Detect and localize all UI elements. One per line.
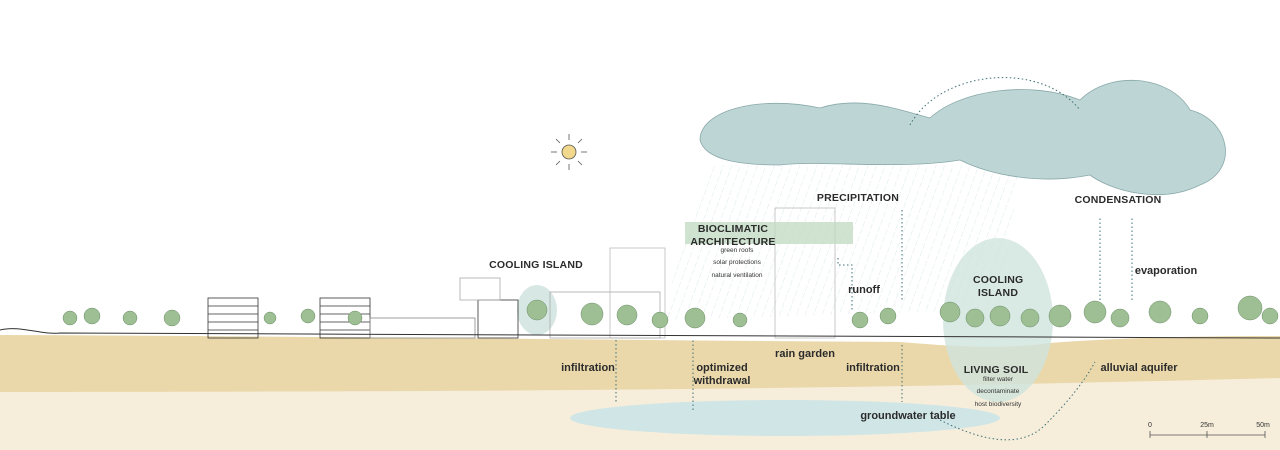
label-condensation: CONDENSATION [1074, 194, 1162, 206]
cloud [699, 79, 1226, 196]
sun-icon [551, 134, 587, 170]
groundwater-table [570, 400, 1000, 436]
bioclimatic-band [685, 222, 853, 244]
label-bioclimatic: BIOCLIMATIC ARCHITECTURE [690, 223, 776, 248]
scale-tick-25: 25m [1200, 422, 1214, 429]
label-evaporation: evaporation [1134, 265, 1198, 277]
living-soil-list: filter water decontaminate host biodiver… [975, 374, 1022, 411]
label-infiltration-right: infiltration [846, 362, 900, 374]
item-decontaminate: decontaminate [976, 388, 1020, 396]
bioclimatic-list: green roofs solar protections natural ve… [712, 245, 763, 282]
label-optimized-withdrawal: optimized withdrawal [693, 362, 751, 388]
label-cooling-island-left: COOLING ISLAND [489, 259, 583, 271]
item-host-biodiversity: host biodiversity [974, 400, 1022, 408]
label-groundwater-table: groundwater table [860, 410, 956, 422]
ground-line [0, 328, 1280, 339]
trees [62, 295, 1279, 329]
buildings [207, 207, 836, 339]
label-cooling-island-right: COOLING ISLAND [973, 274, 1024, 299]
item-filter-water: filter water [983, 376, 1013, 383]
item-solar-protections: solar protections [713, 259, 761, 267]
item-green-roofs: green roofs [720, 247, 754, 254]
label-precipitation: PRECIPITATION [816, 192, 900, 204]
label-rain-garden: rain garden [775, 348, 835, 360]
flow-arrows [615, 77, 1133, 441]
scale-tick-0: 0 [1148, 422, 1152, 429]
label-infiltration-left: infiltration [561, 362, 615, 374]
label-runoff: runoff [848, 284, 880, 296]
item-natural-ventilation: natural ventilation [711, 271, 763, 279]
scale-bar [1149, 431, 1266, 438]
label-alluvial-aquifer: alluvial aquifer [1100, 362, 1178, 374]
scale-tick-50: 50m [1256, 422, 1270, 429]
label-living-soil: LIVING SOIL [963, 364, 1029, 376]
